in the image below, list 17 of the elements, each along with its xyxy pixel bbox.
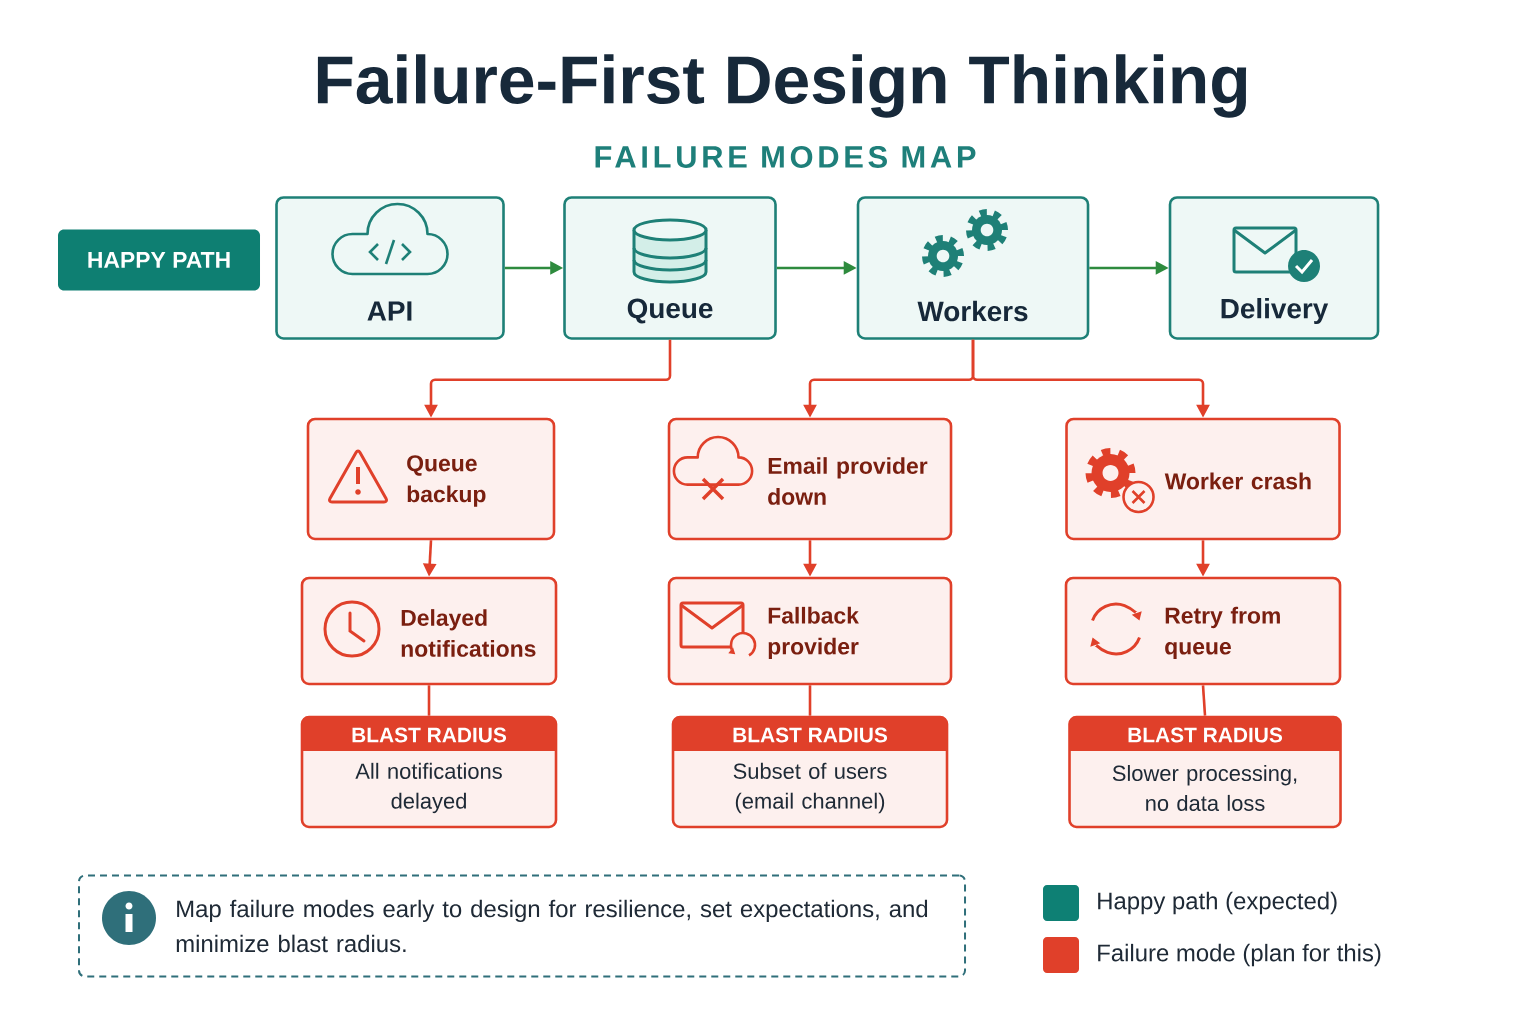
blast-radius-box: BLAST RADIUS All notifications delayed bbox=[300, 715, 558, 829]
failure-box: Queue backup bbox=[306, 417, 556, 541]
badge: HAPPY PATH bbox=[58, 229, 260, 291]
failure-box: Retry from queue bbox=[1064, 576, 1342, 686]
legend-text: Failure mode (plan for this) bbox=[1098, 943, 1381, 967]
failure-box: Fallback provider bbox=[667, 576, 953, 686]
process-box: Delivery bbox=[1168, 196, 1380, 340]
note-box: Map failure modes early to design for resilience, set expectations, and minimize blast radius. bbox=[78, 874, 966, 978]
process-box: Workers bbox=[856, 196, 1090, 340]
failure-box: Worker crash bbox=[1065, 417, 1341, 541]
failure-box: Email provider down bbox=[667, 417, 953, 541]
legend-text: Happy path (expected) bbox=[1098, 891, 1337, 915]
failure-box: Delayed notifications bbox=[300, 576, 558, 686]
blast-radius-box: BLAST RADIUS Slower processing, no data loss bbox=[1068, 715, 1342, 829]
title: Failure-First Design Thinking bbox=[317, 54, 1247, 118]
subtitle: FAILURE MODES MAP bbox=[595, 146, 976, 168]
blast-radius-box: BLAST RADIUS Subset of users (email channel) bbox=[671, 715, 949, 829]
